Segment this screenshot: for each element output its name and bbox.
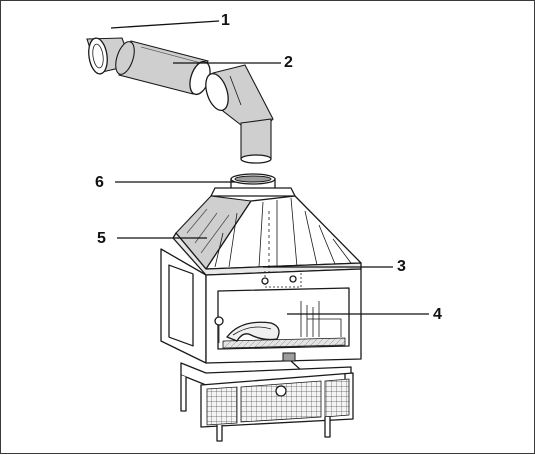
support-legs (180, 373, 346, 442)
flue-collar (210, 173, 296, 197)
callout-1: 1 (221, 12, 230, 29)
callout-2: 2 (284, 54, 293, 71)
callout-6: 6 (95, 174, 104, 191)
firebox-opening (214, 287, 350, 350)
callout-3: 3 (397, 258, 406, 275)
callout-4: 4 (433, 306, 442, 323)
flue-adapter-ring (86, 37, 133, 75)
callout-5: 5 (97, 230, 106, 247)
elbow-flue-pipe (205, 64, 274, 164)
straight-flue-pipe (115, 40, 211, 96)
base-grille (180, 362, 354, 428)
leader-line-1 (110, 20, 220, 29)
